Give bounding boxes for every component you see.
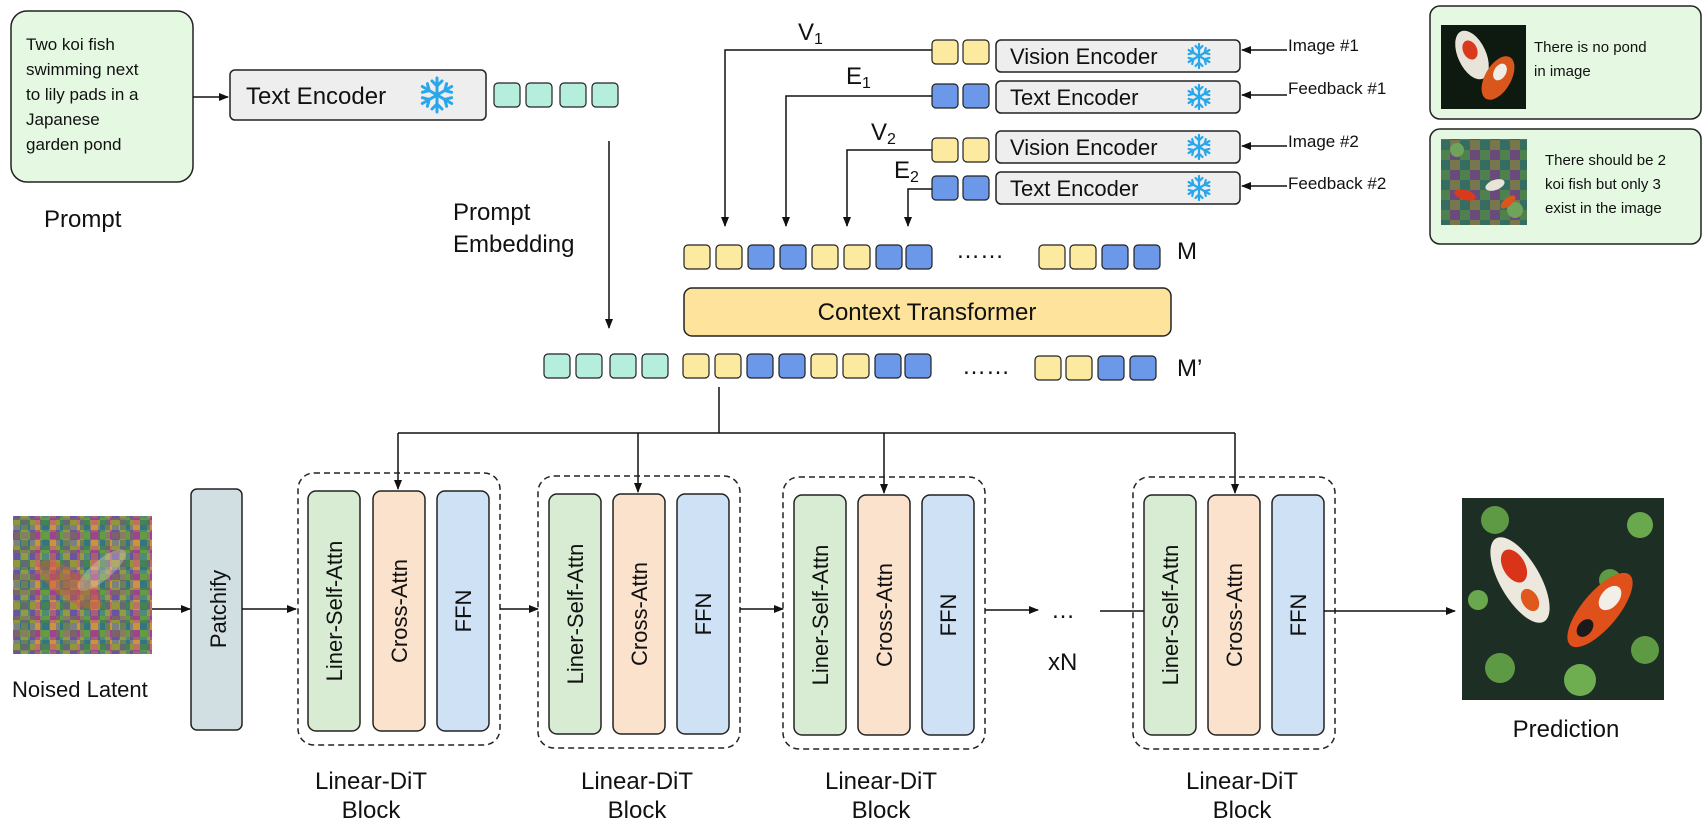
feedback-card-text: koi fish but only 3 bbox=[1545, 176, 1661, 193]
dit-block-label: Linear-DiT bbox=[1186, 768, 1298, 795]
feedback-row-e2: Text Encoder Feedback #2 E2 bbox=[894, 157, 1386, 227]
prompt-line: garden pond bbox=[26, 135, 121, 154]
feedback-card-1: There is no pond in image bbox=[1429, 5, 1702, 120]
repeat-dots: … bbox=[1051, 597, 1075, 624]
context-transformer: Context Transformer bbox=[683, 287, 1172, 337]
feedback-row-e1: Text Encoder Feedback #1 E1 bbox=[782, 63, 1386, 227]
prompt-line: swimming next bbox=[26, 60, 139, 79]
var-label: V1 bbox=[798, 19, 823, 48]
ellipsis: …… bbox=[962, 353, 1010, 380]
ffn-label: FFN bbox=[1286, 594, 1311, 637]
feedback-input-label: Feedback #1 bbox=[1288, 79, 1386, 98]
image-input-label: Image #1 bbox=[1288, 36, 1359, 55]
prediction-label: Prediction bbox=[1513, 716, 1620, 743]
ellipsis: …… bbox=[956, 237, 1004, 264]
svg-text:to lily pads in a: to lily pads in a bbox=[26, 85, 139, 104]
condition-connectors bbox=[394, 387, 1239, 494]
prompt-label: Prompt bbox=[44, 206, 122, 233]
feedback-card-2: There should be 2 koi fish but only 3 ex… bbox=[1429, 128, 1702, 245]
dit-block-label: Block bbox=[1213, 797, 1273, 822]
prompt-box: Two koi fish swimming next to lily pads … bbox=[10, 10, 194, 183]
feedback-row-v1: Vision Encoder Image #1 V1 bbox=[721, 19, 1359, 227]
feedback-card-text: There is no pond bbox=[1534, 39, 1647, 56]
prompt-embedding-label: Embedding bbox=[453, 231, 574, 258]
feedback-row-v2: Vision Encoder Image #2 V2 bbox=[843, 119, 1359, 227]
prompt-line: Two koi fish bbox=[26, 35, 115, 54]
svg-text:garden pond: garden pond bbox=[26, 135, 121, 154]
cross-attn-label: Cross-Attn bbox=[872, 563, 897, 667]
feedback-card-text: exist in the image bbox=[1545, 200, 1662, 217]
cross-attn-label: Cross-Attn bbox=[1222, 563, 1247, 667]
koi-thumbnail-1 bbox=[1441, 25, 1526, 109]
dit-block-label: Block bbox=[342, 797, 402, 822]
dit-block-4: Liner-Self-Attn Cross-Attn FFN Linear-Di… bbox=[1132, 476, 1336, 822]
dit-block-label: Linear-DiT bbox=[315, 768, 427, 795]
feedback-card-text: in image bbox=[1534, 63, 1591, 80]
svg-text:Text Encoder: Text Encoder bbox=[246, 83, 386, 110]
text-encoder-label: Text Encoder bbox=[1010, 85, 1138, 110]
prompt-line: Japanese bbox=[26, 110, 100, 129]
feedback-input-label: Feedback #2 bbox=[1288, 174, 1386, 193]
ffn-label: FFN bbox=[691, 593, 716, 636]
memory-tokens: …… M bbox=[683, 237, 1197, 270]
text-encoder-label: Text Encoder bbox=[1010, 176, 1138, 201]
svg-text:swimming next: swimming next bbox=[26, 60, 139, 79]
image-input-label: Image #2 bbox=[1288, 132, 1359, 151]
svg-text:Two koi fish: Two koi fish bbox=[26, 35, 115, 54]
text-encoder-main: Text Encoder bbox=[229, 69, 487, 121]
prompt-line: to lily pads in a bbox=[26, 85, 139, 104]
noised-latent-image bbox=[13, 516, 152, 654]
prompt-embedding-label: Prompt bbox=[453, 199, 531, 226]
feedback-card-text: There should be 2 bbox=[1545, 152, 1666, 169]
dit-block-label: Block bbox=[608, 797, 668, 822]
ffn-label: FFN bbox=[936, 594, 961, 637]
ffn-label: FFN bbox=[451, 590, 476, 633]
self-attn-label: Liner-Self-Attn bbox=[808, 545, 833, 686]
patchify-box: Patchify bbox=[190, 488, 243, 731]
cross-attn-label: Cross-Attn bbox=[387, 559, 412, 663]
var-label: E2 bbox=[894, 157, 919, 186]
repeat-label: xN bbox=[1048, 649, 1077, 676]
svg-text:Patchify: Patchify bbox=[206, 570, 231, 648]
vision-encoder-label: Vision Encoder bbox=[1010, 135, 1158, 160]
prompt-embedding-tokens bbox=[493, 82, 619, 108]
dit-block-label: Block bbox=[852, 797, 912, 822]
var-label: E1 bbox=[846, 63, 871, 92]
self-attn-label: Liner-Self-Attn bbox=[1158, 545, 1183, 686]
prediction-image bbox=[1462, 498, 1664, 700]
dit-block-2: Liner-Self-Attn Cross-Attn FFN Linear-Di… bbox=[537, 475, 741, 822]
memory-prime-label: M’ bbox=[1177, 355, 1202, 382]
cross-attn-label: Cross-Attn bbox=[627, 562, 652, 666]
koi-thumbnail-2 bbox=[1441, 139, 1527, 225]
memory-prime-tokens: …… M’ bbox=[543, 353, 1202, 382]
svg-text:Context Transformer: Context Transformer bbox=[818, 299, 1037, 326]
dit-block-1: Liner-Self-Attn Cross-Attn FFN Linear-Di… bbox=[297, 472, 501, 822]
var-label: V2 bbox=[871, 119, 896, 148]
self-attn-label: Liner-Self-Attn bbox=[563, 544, 588, 685]
vision-encoder-label: Vision Encoder bbox=[1010, 44, 1158, 69]
dit-block-label: Linear-DiT bbox=[581, 768, 693, 795]
self-attn-label: Liner-Self-Attn bbox=[322, 541, 347, 682]
memory-label: M bbox=[1177, 238, 1197, 265]
noised-latent-label: Noised Latent bbox=[12, 677, 148, 702]
dit-block-3: Liner-Self-Attn Cross-Attn FFN Linear-Di… bbox=[782, 476, 986, 822]
dit-block-label: Linear-DiT bbox=[825, 768, 937, 795]
svg-text:Japanese: Japanese bbox=[26, 110, 100, 129]
